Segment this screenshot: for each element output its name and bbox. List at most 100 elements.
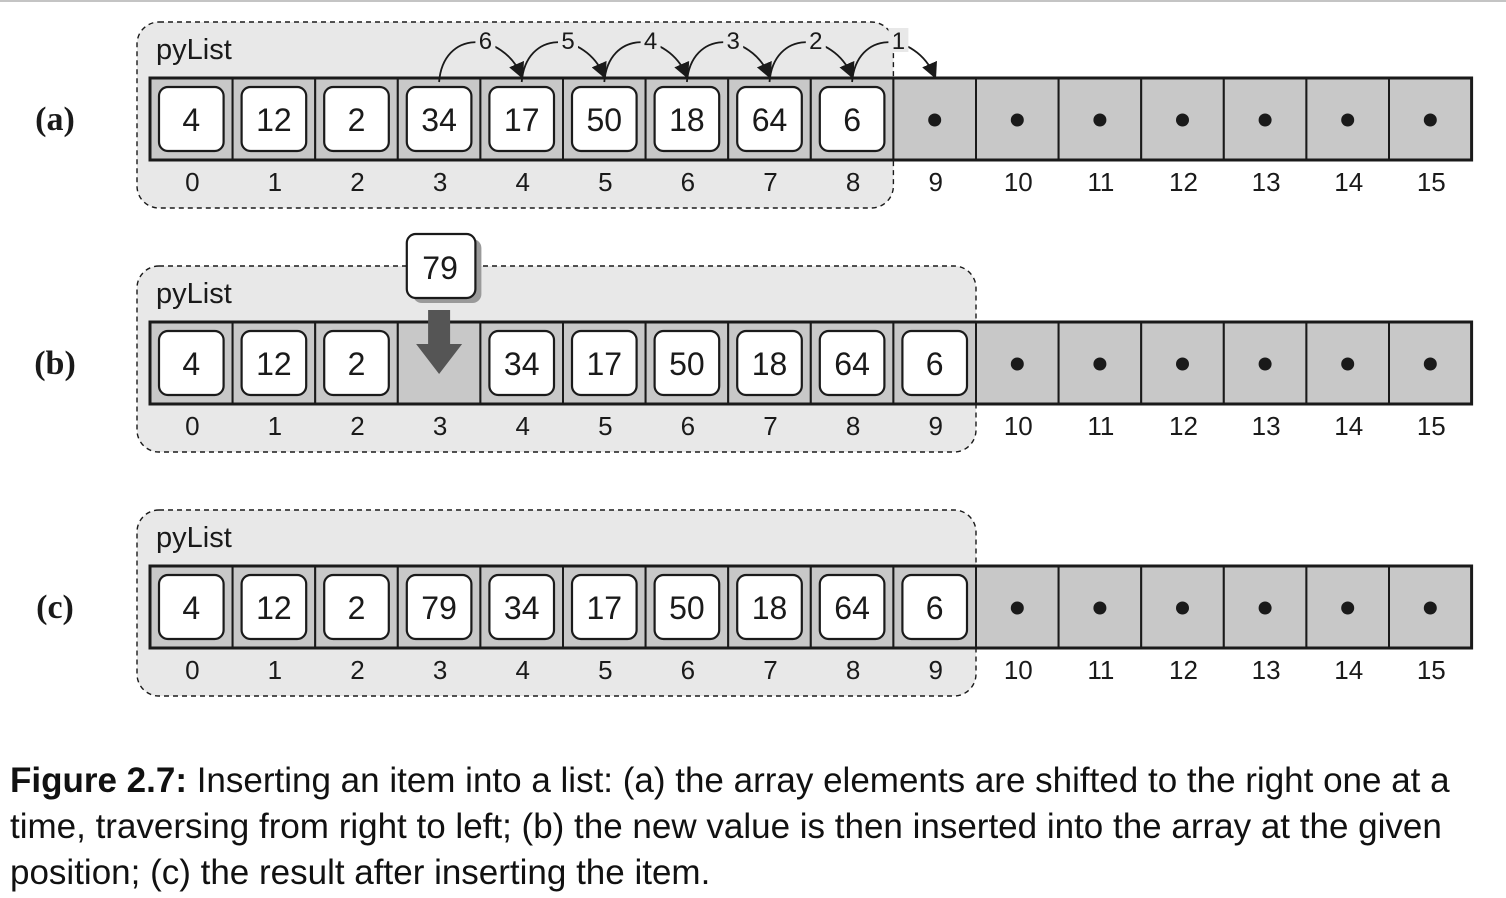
- value-box: [653, 329, 721, 397]
- value-box: [240, 85, 308, 153]
- value-text: 6: [926, 346, 944, 382]
- value-box: [488, 573, 556, 641]
- index-label: 13: [1252, 411, 1281, 441]
- value-text: 4: [182, 590, 200, 626]
- empty-slot-dot: [1010, 601, 1024, 615]
- value-text: 50: [587, 102, 623, 138]
- shift-arrow: [520, 41, 607, 83]
- index-label: 10: [1004, 411, 1033, 441]
- index-label: 1: [268, 411, 282, 441]
- index-label: 14: [1334, 655, 1363, 685]
- index-label: 11: [1087, 655, 1114, 685]
- empty-slot-dot: [1093, 113, 1107, 127]
- value-text: 6: [926, 590, 944, 626]
- index-label: 8: [846, 411, 860, 441]
- pylist-label: pyList: [156, 34, 232, 66]
- index-label: 1: [268, 655, 282, 685]
- index-label: 15: [1417, 655, 1446, 685]
- array-outline: [148, 564, 1474, 650]
- empty-slot-dot: [1176, 357, 1189, 371]
- index-label: 6: [681, 655, 695, 685]
- shift-arrow: [851, 41, 937, 83]
- index-label: 5: [598, 655, 612, 685]
- value-text: 34: [421, 102, 457, 138]
- caption-label: Figure 2.7:: [10, 761, 187, 800]
- shift-label: 2: [809, 28, 822, 55]
- value-text: 18: [752, 590, 788, 626]
- value-text: 50: [669, 346, 705, 382]
- index-label: 2: [350, 655, 364, 685]
- empty-slot-dot: [1010, 113, 1024, 127]
- shift-label-bg: [640, 28, 661, 52]
- empty-slot-dot: [1258, 357, 1272, 371]
- array-outline: [148, 320, 1474, 406]
- index-label: 3: [433, 411, 447, 441]
- index-label: 3: [433, 655, 447, 685]
- array-outline: [148, 76, 1474, 162]
- value-box: [157, 329, 225, 397]
- caption-text: Inserting an item into a list: (a) the a…: [10, 761, 1450, 892]
- shift-label-bg: [723, 28, 744, 52]
- value-text: 4: [182, 346, 200, 382]
- index-label: 11: [1087, 411, 1114, 441]
- index-label: 2: [350, 411, 364, 441]
- value-box: [570, 329, 638, 397]
- shift-label-bg: [888, 28, 909, 52]
- index-label: 7: [763, 655, 777, 685]
- index-label: 15: [1417, 167, 1446, 197]
- shift-label: 6: [479, 28, 492, 55]
- empty-slot-dot: [1258, 113, 1272, 127]
- value-text: 64: [834, 346, 870, 382]
- value-box: [570, 85, 638, 153]
- value-box: [818, 329, 886, 397]
- index-label: 8: [846, 655, 860, 685]
- value-text: 18: [752, 346, 788, 382]
- value-box: [405, 573, 473, 641]
- pylist-label: pyList: [156, 278, 232, 310]
- index-label: 0: [185, 411, 199, 441]
- value-box: [157, 85, 225, 153]
- figure-caption: Figure 2.7: Inserting an item into a lis…: [10, 758, 1502, 896]
- value-text: 2: [348, 346, 366, 382]
- value-text: 64: [834, 590, 870, 626]
- shift-arrow: [686, 41, 772, 83]
- value-box: [488, 85, 556, 153]
- value-text: 17: [504, 102, 540, 138]
- empty-slot-dot: [1176, 113, 1189, 127]
- index-label: 12: [1169, 167, 1198, 197]
- value-box: [736, 573, 803, 641]
- value-box: [901, 329, 969, 397]
- value-text: 12: [256, 590, 292, 626]
- value-text: 2: [348, 590, 366, 626]
- value-box: [405, 85, 473, 153]
- value-text: 12: [256, 346, 292, 382]
- index-label: 14: [1334, 167, 1363, 197]
- empty-slot-dot: [1093, 357, 1107, 371]
- shift-label: 4: [644, 28, 657, 55]
- index-label: 10: [1004, 655, 1033, 685]
- index-label: 12: [1169, 655, 1198, 685]
- shift-label-bg: [558, 28, 578, 52]
- value-box: [653, 573, 721, 641]
- row-label: (c): [36, 589, 74, 626]
- index-label: 1: [268, 167, 282, 197]
- index-label: 0: [185, 655, 199, 685]
- index-label: 14: [1334, 411, 1363, 441]
- value-box: [736, 329, 803, 397]
- value-box: [818, 573, 886, 641]
- shift-label-bg: [805, 28, 826, 52]
- value-box: [901, 573, 969, 641]
- index-label: 5: [598, 411, 612, 441]
- index-label: 5: [598, 167, 612, 197]
- index-label: 4: [515, 167, 529, 197]
- index-label: 0: [185, 167, 199, 197]
- empty-slot-dot: [1423, 113, 1437, 127]
- value-text: 64: [752, 102, 788, 138]
- index-label: 13: [1252, 655, 1281, 685]
- index-label: 7: [763, 167, 777, 197]
- pylist-label: pyList: [156, 522, 232, 554]
- value-text: 34: [504, 346, 540, 382]
